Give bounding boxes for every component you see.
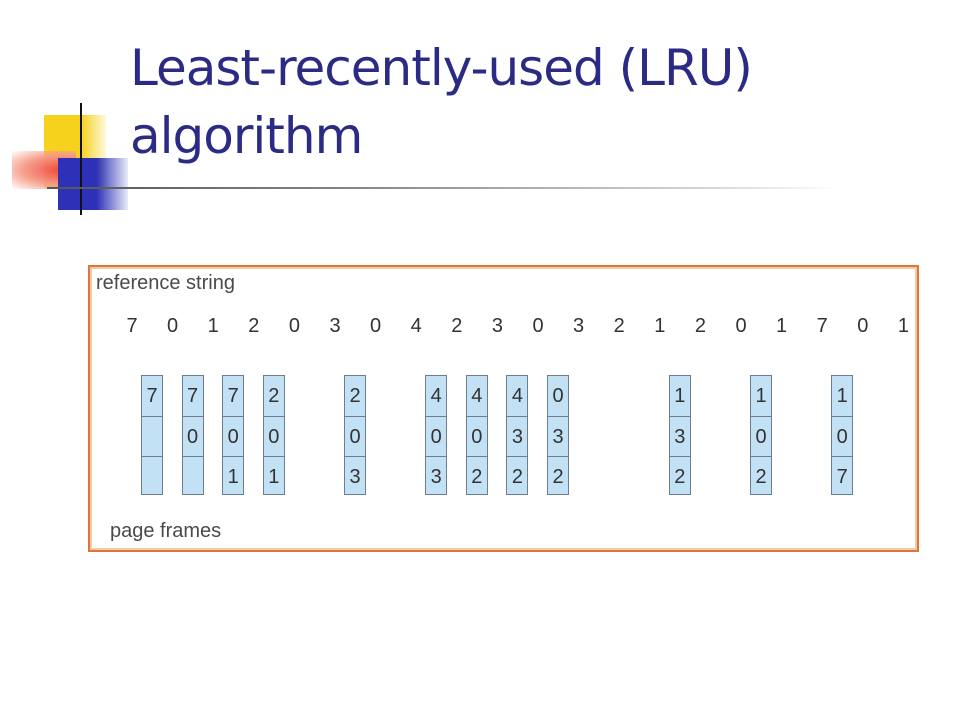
page-frame-cell: 0 bbox=[263, 416, 284, 456]
slide-title: Least-recently-used (LRU) algorithm bbox=[130, 34, 890, 170]
page-frame-cell: 3 bbox=[345, 456, 365, 496]
reference-number: 3 bbox=[329, 315, 341, 337]
page-frame-cell: 0 bbox=[751, 416, 771, 456]
page-frame-cell: 1 bbox=[674, 385, 686, 407]
reference-number: 1 bbox=[776, 315, 788, 337]
page-frame-cell: 2 bbox=[507, 456, 528, 496]
page-frame-cell: 2 bbox=[669, 456, 690, 496]
reference-number: 3 bbox=[491, 315, 503, 337]
page-frame-cell: 4 bbox=[471, 385, 483, 407]
page-frame-column: 7 bbox=[141, 375, 163, 495]
reference-number: 4 bbox=[410, 315, 422, 337]
page-frame-cell: 2 bbox=[751, 456, 771, 496]
slide-decoration-vertical-line bbox=[80, 103, 82, 215]
page-frame-cell: 7 bbox=[187, 385, 199, 407]
page-frame-cell: 4 bbox=[511, 385, 523, 407]
page-frame-cell: 0 bbox=[552, 385, 564, 407]
slide-title-line1: Least-recently-used (LRU) bbox=[130, 39, 753, 97]
page-frame-cell: 2 bbox=[466, 456, 487, 496]
reference-number: 2 bbox=[248, 315, 260, 337]
reference-number: 2 bbox=[451, 315, 463, 337]
page-frame-cell: 1 bbox=[836, 385, 848, 407]
page-frame-cell: 3 bbox=[669, 416, 690, 456]
page-frame-cell: 7 bbox=[832, 456, 853, 496]
reference-number: 0 bbox=[857, 315, 869, 337]
slide-title-line2: algorithm bbox=[130, 107, 363, 165]
reference-number: 1 bbox=[207, 315, 219, 337]
reference-number: 1 bbox=[654, 315, 666, 337]
page-frame-cell: 1 bbox=[263, 456, 284, 496]
page-frame-cell: 0 bbox=[426, 416, 447, 456]
page-frame-cell: 3 bbox=[507, 416, 528, 456]
page-frame-cell bbox=[182, 456, 203, 496]
page-frame-cell: 1 bbox=[755, 385, 767, 407]
page-frame-cell: 0 bbox=[345, 416, 365, 456]
reference-number: 2 bbox=[694, 315, 706, 337]
reference-number: 0 bbox=[370, 315, 382, 337]
reference-number: 0 bbox=[288, 315, 300, 337]
reference-number: 2 bbox=[613, 315, 625, 337]
reference-number: 3 bbox=[573, 315, 585, 337]
page-frame-cell bbox=[142, 416, 162, 456]
reference-number: 0 bbox=[167, 315, 179, 337]
page-frame-cell: 1 bbox=[223, 456, 244, 496]
reference-string-label: reference string bbox=[96, 272, 235, 294]
title-underline bbox=[47, 187, 837, 189]
page-frame-cell: 2 bbox=[268, 385, 280, 407]
page-frame-cell: 2 bbox=[548, 456, 568, 496]
page-frame-cell: 0 bbox=[223, 416, 244, 456]
page-frames-label: page frames bbox=[110, 520, 222, 542]
reference-number: 7 bbox=[816, 315, 828, 337]
page-frame-cell: 7 bbox=[227, 385, 239, 407]
reference-number: 7 bbox=[126, 315, 138, 337]
slide-decoration-blue bbox=[58, 158, 128, 210]
page-frame-cell: 7 bbox=[146, 385, 158, 407]
reference-string-row: 7 0 1 2 0 3 0 4 2 3 0 3 2 1 2 0 1 7 0 1 bbox=[90, 315, 913, 345]
page-frame-cell: 2 bbox=[349, 385, 361, 407]
reference-number: 0 bbox=[735, 315, 747, 337]
page-frame-cell: 3 bbox=[548, 416, 568, 456]
page-frame-cell bbox=[142, 456, 162, 496]
page-frame-cell: 0 bbox=[466, 416, 487, 456]
page-frame-cell: 0 bbox=[832, 416, 853, 456]
page-frame-cell: 4 bbox=[430, 385, 442, 407]
page-frame-cell: 3 bbox=[426, 456, 447, 496]
reference-number: 0 bbox=[532, 315, 544, 337]
reference-number: 1 bbox=[897, 315, 909, 337]
page-frame-cell: 0 bbox=[182, 416, 203, 456]
